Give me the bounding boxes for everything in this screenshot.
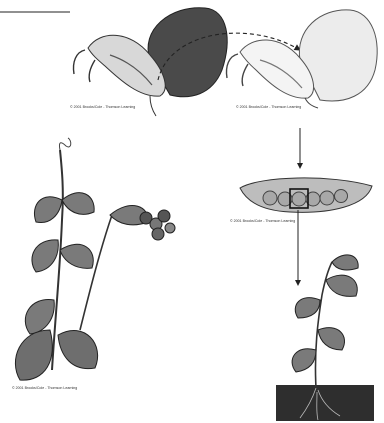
credit-flower-dark: © 2001 Brooks/Cole - Thomson Learning — [70, 105, 135, 109]
plant-large-leaf — [58, 330, 98, 368]
plant-leaf — [62, 193, 94, 215]
plant-large-leaf — [15, 330, 52, 380]
seedling-leaf — [326, 275, 357, 296]
dark-flower-stalk — [150, 96, 156, 116]
pea-seed — [335, 190, 348, 203]
pea-pod: © 2001 Brooks/Cole - Thomson Learning — [230, 178, 372, 223]
pea-flower-light: © 2001 Brooks/Cole - Thomson Learning — [226, 10, 377, 109]
pea-flower-cluster — [140, 210, 175, 240]
pea-seed — [320, 191, 334, 205]
pea-seed — [263, 191, 277, 205]
plant-leaf — [60, 244, 93, 268]
seedling-leaf — [318, 328, 345, 350]
pea-seed — [292, 192, 306, 206]
credit-plant-left: © 2001 Brooks/Cole - Thomson Learning — [12, 386, 77, 390]
plant-leaf — [32, 240, 58, 272]
seedling-leaf — [295, 298, 320, 318]
pod-shell — [240, 178, 372, 212]
pea-flower-dark: © 2001 Brooks/Cole - Thomson Learning — [70, 8, 227, 116]
seedling-leaf — [332, 255, 358, 270]
credit-pod: © 2001 Brooks/Cole - Thomson Learning — [230, 219, 295, 223]
credit-flower-light: © 2001 Brooks/Cole - Thomson Learning — [236, 105, 301, 109]
seedling-leaf — [292, 349, 316, 372]
tendril — [59, 138, 70, 150]
dark-flower-sepal — [73, 50, 95, 82]
plant-leaf — [25, 300, 54, 334]
plant-leaf — [34, 197, 62, 223]
light-flower-stalk — [305, 98, 318, 108]
plant-side-stem — [80, 215, 112, 330]
pea-plant-left: © 2001 Brooks/Cole - Thomson Learning — [12, 138, 175, 390]
seedling-plant — [276, 255, 374, 421]
